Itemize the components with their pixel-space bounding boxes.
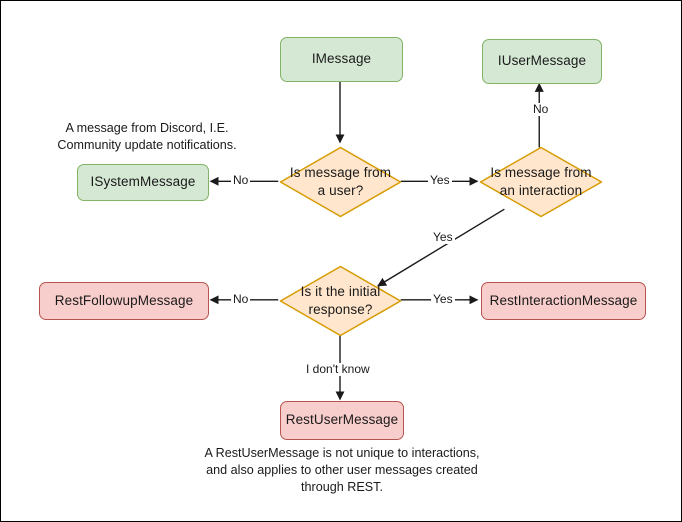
decision-shape xyxy=(279,146,402,218)
node-iusermessage-label: IUserMessage xyxy=(497,53,587,69)
decision-is-message-from-a-user-label: Is message from a user? xyxy=(289,165,392,198)
edge-label-initial-no: No xyxy=(231,292,251,307)
decision-shape xyxy=(479,146,603,218)
node-imessage-label: IMessage xyxy=(311,51,372,67)
node-isystemmessage[interactable]: ISystemMessage xyxy=(77,164,209,201)
node-restinteractionmessage-label: RestInteractionMessage xyxy=(489,292,638,308)
edge-label-from-user-no: No xyxy=(231,173,251,188)
edge-label-from-user-yes: Yes xyxy=(428,173,452,188)
edge-label-initial-yes: Yes xyxy=(431,292,455,307)
decision-is-message-from-a-user[interactable]: Is message from a user? xyxy=(279,146,402,218)
decision-is-message-from-an-interaction-label: Is message from an interaction xyxy=(490,165,592,198)
node-imessage[interactable]: IMessage xyxy=(280,37,403,82)
node-restfollowupmessage[interactable]: RestFollowupMessage xyxy=(39,282,209,320)
node-restusermessage-label: RestUserMessage xyxy=(285,412,399,428)
decision-is-it-the-initial-response[interactable]: Is it the initial response? xyxy=(279,265,402,337)
node-restfollowupmessage-label: RestFollowupMessage xyxy=(54,292,194,308)
edge-label-initial-unknown: I don't know xyxy=(304,362,372,377)
node-restusermessage[interactable]: RestUserMessage xyxy=(280,401,404,440)
edge-label-from-interaction-yes: Yes xyxy=(431,230,455,245)
edge-label-from-interaction-no: No xyxy=(531,102,551,117)
node-isystemmessage-label: ISystemMessage xyxy=(90,174,196,190)
annotation-system-message-note: A message from Discord, I.E. Community u… xyxy=(57,121,237,152)
decision-is-it-the-initial-response-label: Is it the initial response? xyxy=(300,284,381,317)
annotation-rest-user-message-note: A RestUserMessage is not unique to inter… xyxy=(204,446,480,494)
decision-is-message-from-an-interaction[interactable]: Is message from an interaction xyxy=(479,146,603,218)
node-iusermessage[interactable]: IUserMessage xyxy=(482,39,602,84)
node-restinteractionmessage[interactable]: RestInteractionMessage xyxy=(481,282,646,320)
